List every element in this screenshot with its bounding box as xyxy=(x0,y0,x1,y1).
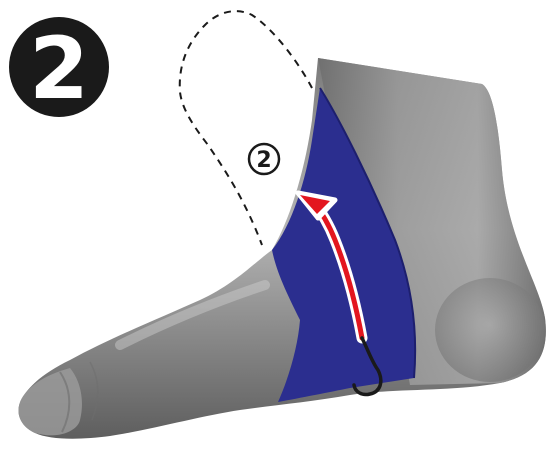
step-badge-icon: 2 xyxy=(9,17,109,119)
circled-number-icon: 2 xyxy=(249,144,279,174)
heel-shape xyxy=(435,278,545,382)
toe-shading xyxy=(18,368,81,435)
step-number: 2 xyxy=(29,19,89,119)
sub-step-number: 2 xyxy=(256,148,271,173)
